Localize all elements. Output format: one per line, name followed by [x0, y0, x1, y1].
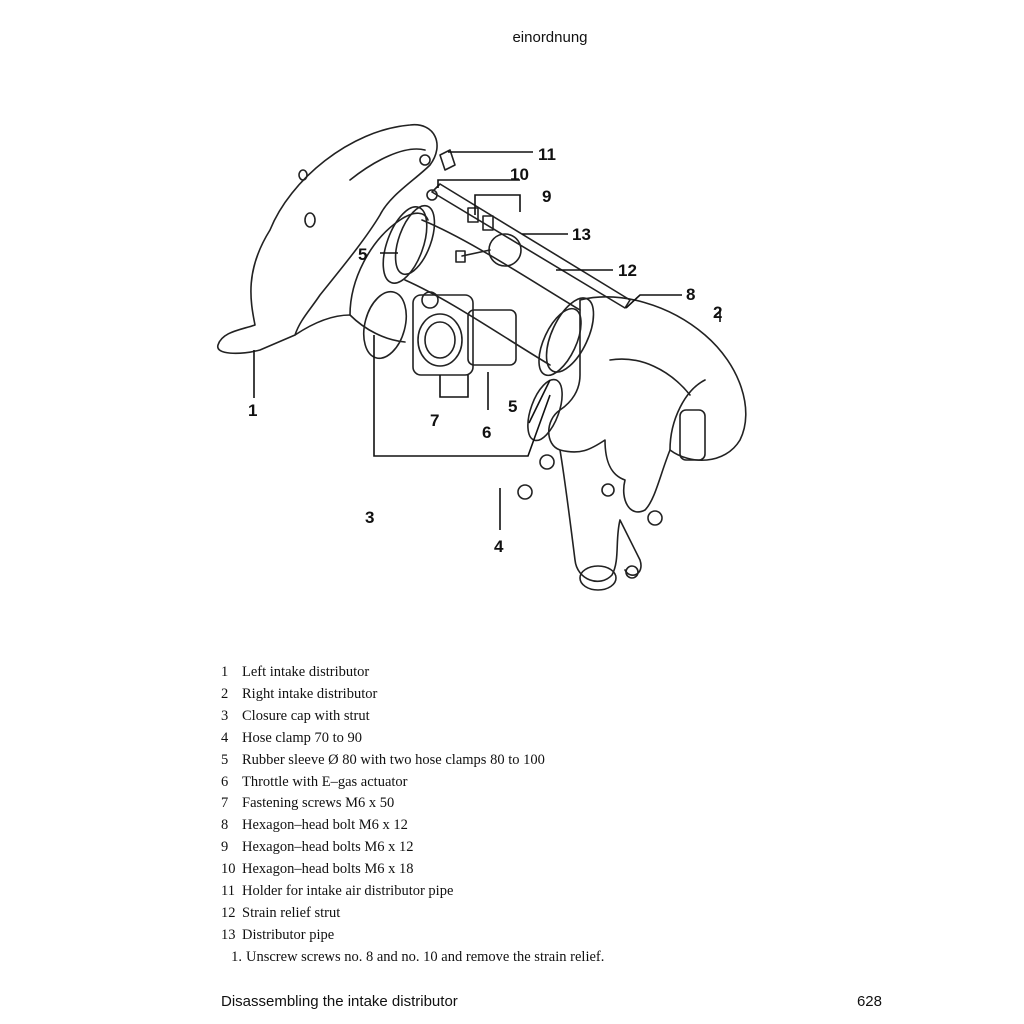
callout-4: 4 [494, 537, 504, 556]
legend-item-number: 2 [221, 685, 229, 702]
legend-item: 8 Hexagon–head bolt M6 x 12 [221, 815, 841, 837]
parts-legend: 1 Left intake distributor 2 Right intake d… [221, 662, 841, 969]
instruction-step-number: 1. [231, 948, 242, 965]
right-intake-distributor-shape [547, 296, 747, 513]
legend-item-text: Throttle with E–gas actuator [242, 773, 408, 790]
rubber-sleeve-left-shape [382, 206, 428, 284]
left-intake-distributor-shape [217, 124, 438, 355]
distributor-pipe-knob-shape [488, 233, 522, 267]
legend-item-number: 4 [221, 729, 229, 746]
intake-distributor-diagram: 1 2 3 4 5 5 6 7 8 9 10 11 12 13 [200, 120, 780, 620]
legend-item-number: 3 [221, 707, 229, 724]
legend-item-text: Right intake distributor [242, 685, 378, 702]
legend-item: 9 Hexagon–head bolts M6 x 12 [221, 837, 841, 859]
legend-item-text: Hexagon–head bolts M6 x 12 [242, 839, 414, 856]
footer-title: Disassembling the intake distributor [221, 993, 458, 1010]
instruction-step: 1.Unscrew screws no. 8 and no. 10 and re… [221, 947, 841, 969]
callout-12: 12 [618, 261, 637, 280]
legend-item-number: 6 [221, 773, 229, 790]
callout-10: 10 [510, 165, 529, 184]
legend-item: 2 Right intake distributor [221, 684, 841, 706]
legend-item-number: 12 [221, 904, 236, 921]
callout-6: 6 [482, 423, 491, 442]
legend-item: 4 Hose clamp 70 to 90 [221, 728, 841, 750]
legend-item: 13 Distributor pipe [221, 925, 841, 947]
legend-item-number: 7 [221, 795, 229, 812]
callout-7: 7 [430, 411, 439, 430]
strain-relief-strut-shape [431, 183, 631, 309]
legend-item: 7 Fastening screws M6 x 50 [221, 793, 841, 815]
rubber-sleeve-right-shape [545, 297, 595, 373]
callout-2: 2 [713, 303, 722, 322]
legend-item-number: 8 [221, 817, 229, 834]
closure-cap-shape [362, 290, 408, 360]
callout-5-right: 5 [508, 397, 517, 416]
legend-item-number: 9 [221, 839, 229, 856]
legend-item-text: Hexagon–head bolt M6 x 12 [242, 817, 408, 834]
callout-5-left: 5 [358, 245, 367, 264]
legend-item: 6 Throttle with E–gas actuator [221, 772, 841, 794]
legend-item: 12 Strain relief strut [221, 903, 841, 925]
legend-item-text: Fastening screws M6 x 50 [242, 795, 395, 812]
legend-item-text: Strain relief strut [242, 904, 341, 921]
callout-13: 13 [572, 225, 591, 244]
legend-item-text: Hose clamp 70 to 90 [242, 729, 363, 746]
throttle-body-shape [412, 294, 474, 376]
callout-1: 1 [248, 401, 257, 420]
legend-item-text: Left intake distributor [242, 664, 370, 680]
callout-8: 8 [686, 285, 695, 304]
page-header: einordnung [512, 29, 588, 46]
callout-3: 3 [365, 508, 374, 527]
legend-item: 10 Hexagon–head bolts M6 x 18 [221, 859, 841, 881]
legend-item: 5 Rubber sleeve Ø 80 with two hose clamps… [221, 750, 841, 772]
callout-11: 11 [538, 145, 556, 164]
exploded-view-drawing: 1 2 3 4 5 5 6 7 8 9 10 11 12 13 [217, 124, 747, 591]
callout-9: 9 [542, 187, 551, 206]
legend-item-text: Rubber sleeve Ø 80 with two hose clamps … [242, 751, 545, 768]
legend-item-text: Hexagon–head bolts M6 x 18 [242, 861, 414, 878]
legend-item-number: 10 [221, 861, 236, 878]
instruction-step-text: Unscrew screws no. 8 and no. 10 and remo… [246, 948, 605, 965]
legend-item: 11 Holder for intake air distributor pipe [221, 881, 841, 903]
page-number: 628 [856, 993, 882, 1010]
legend-item-text: Closure cap with strut [242, 707, 370, 724]
legend-item: 1 Left intake distributor [221, 662, 841, 684]
legend-item-text: Distributor pipe [242, 926, 335, 943]
legend-item-number: 5 [221, 751, 229, 768]
legend-item-text: Holder for intake air distributor pipe [242, 883, 454, 900]
legend-item-number: 1 [221, 664, 229, 680]
legend-item-number: 13 [221, 926, 236, 943]
legend-item-number: 11 [221, 883, 235, 900]
legend-item: 3 Closure cap with strut [221, 706, 841, 728]
